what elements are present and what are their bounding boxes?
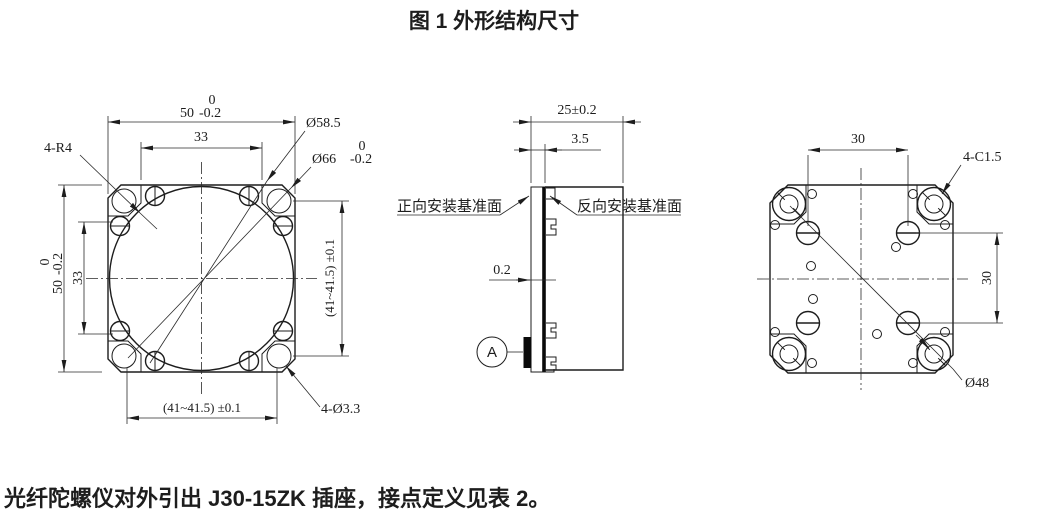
label-text: 正向安装基准面: [397, 198, 502, 215]
footer-note: 光纤陀螺仪对外引出 J30-15ZK 插座，接点定义见表 2。: [3, 486, 550, 511]
label-text: 0: [359, 139, 366, 154]
dim-top-width: 50 -0.2 0: [107, 93, 296, 194]
dim-text: -0.2: [51, 253, 66, 275]
corner-hole: [266, 343, 292, 369]
dim-text: 30: [851, 132, 865, 147]
corner-block: [770, 185, 807, 225]
dim-bottom-span: (41~41.5) ±0.1: [126, 368, 278, 424]
dim-flange-thickness: 3.5: [514, 132, 601, 183]
diameter-chord: [149, 180, 268, 364]
corner-block: [916, 185, 953, 225]
label-text: 4-Ø3.3: [321, 402, 360, 417]
dim-top-inner: 33: [140, 130, 263, 180]
side-view: A 25±0.2 3.5 0.2 正向安装基准面: [397, 103, 682, 373]
diameter-chord: [127, 187, 292, 359]
dim-left-height: 50 -0.2 0: [38, 184, 102, 373]
back-plate-outline: [769, 184, 954, 374]
dim-text: 30: [980, 271, 995, 285]
label-text: -0.2: [350, 152, 372, 167]
dim-screw-span-h: 30: [807, 132, 909, 226]
corner-block: [916, 333, 953, 373]
dim-text: 0: [38, 259, 53, 266]
datum-balloon-text: A: [487, 344, 497, 361]
front-plate-outline: [107, 184, 296, 373]
dim-text: 25±0.2: [557, 103, 596, 118]
dim-text: (41~41.5) ±0.1: [163, 400, 241, 415]
label-flange-circle: Ø66 -0.2 0: [290, 139, 372, 189]
dim-text: 0.2: [493, 263, 511, 278]
label-text: Ø48: [965, 376, 989, 391]
dim-text: -0.2: [199, 106, 221, 121]
dim-left-inner: 33: [71, 221, 113, 335]
corner-hole: [111, 343, 137, 369]
front-view: 50 -0.2 0 33 50 -0.2 0: [38, 93, 372, 424]
corner-hole: [111, 188, 137, 214]
label-chamfer: 4-C1.5: [941, 150, 1002, 195]
label-corner-radius: 4-R4: [44, 141, 158, 230]
label-text: 反向安装基准面: [577, 198, 682, 215]
figure-title: 图 1 外形结构尺寸: [409, 9, 579, 33]
body-outline: [545, 186, 624, 371]
label-mount-holes: 4-Ø3.3: [285, 365, 360, 417]
dim-text: 33: [71, 271, 86, 285]
dim-text: 50: [180, 106, 194, 121]
dim-text: 33: [194, 130, 208, 145]
dim-text: (41~41.5) ±0.1: [322, 239, 337, 317]
dim-face-offset: 0.2: [489, 263, 556, 283]
label-text: Ø66: [312, 152, 336, 167]
corner-block: [770, 333, 807, 373]
label-text: 4-R4: [44, 141, 72, 156]
dim-text: 0: [209, 93, 216, 108]
connector-bar: [523, 337, 532, 368]
label-text: 4-C1.5: [963, 150, 1002, 165]
dim-screw-span-v: 30: [916, 232, 1003, 324]
label-forward-datum: 正向安装基准面: [397, 195, 530, 216]
label-outer-circle: Ø58.5: [266, 116, 341, 182]
dim-text: 3.5: [571, 132, 589, 147]
dim-text: 50: [51, 280, 66, 294]
label-bolt-circle: Ø48: [789, 205, 989, 391]
corner-hole: [266, 188, 292, 214]
back-view: Ø48 4-C1.5 30 30: [757, 132, 1003, 391]
small-holes: [770, 189, 950, 368]
label-text: Ø58.5: [306, 116, 341, 131]
dim-right-span: (41~41.5) ±0.1: [293, 200, 349, 357]
label-reverse-datum: 反向安装基准面: [549, 195, 682, 216]
dim-depth: 25±0.2: [513, 103, 641, 183]
